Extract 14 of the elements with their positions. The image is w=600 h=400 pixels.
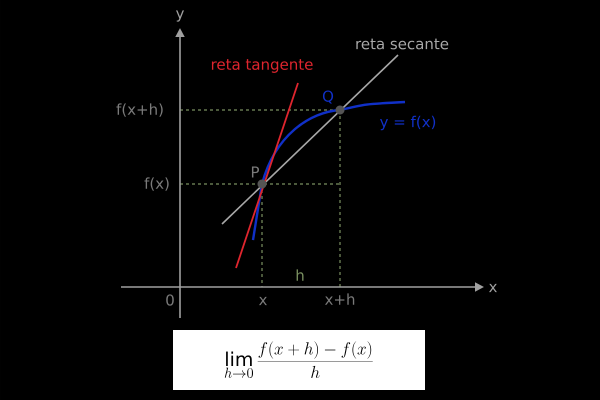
point-label: P — [252, 166, 259, 178]
line-label: reta tangente — [212, 59, 313, 73]
tick-label: 0 — [166, 294, 174, 306]
tick-label: x+h — [324, 293, 354, 305]
tick-label: f(x) — [144, 177, 169, 191]
formula-box: $\lim_{h\to 0}\frac{f(x+h)-f(x)}{h}$ — [173, 330, 425, 390]
axis-label: y — [176, 10, 184, 22]
line-label: reta secante — [356, 38, 448, 50]
point-label: Q — [322, 90, 334, 104]
interval-label: h — [296, 269, 304, 281]
axis-label: x — [489, 284, 497, 292]
curve-label: y = f(x) — [380, 116, 436, 130]
tick-label: x — [259, 296, 267, 306]
tick-label: f(x+h) — [116, 103, 163, 117]
